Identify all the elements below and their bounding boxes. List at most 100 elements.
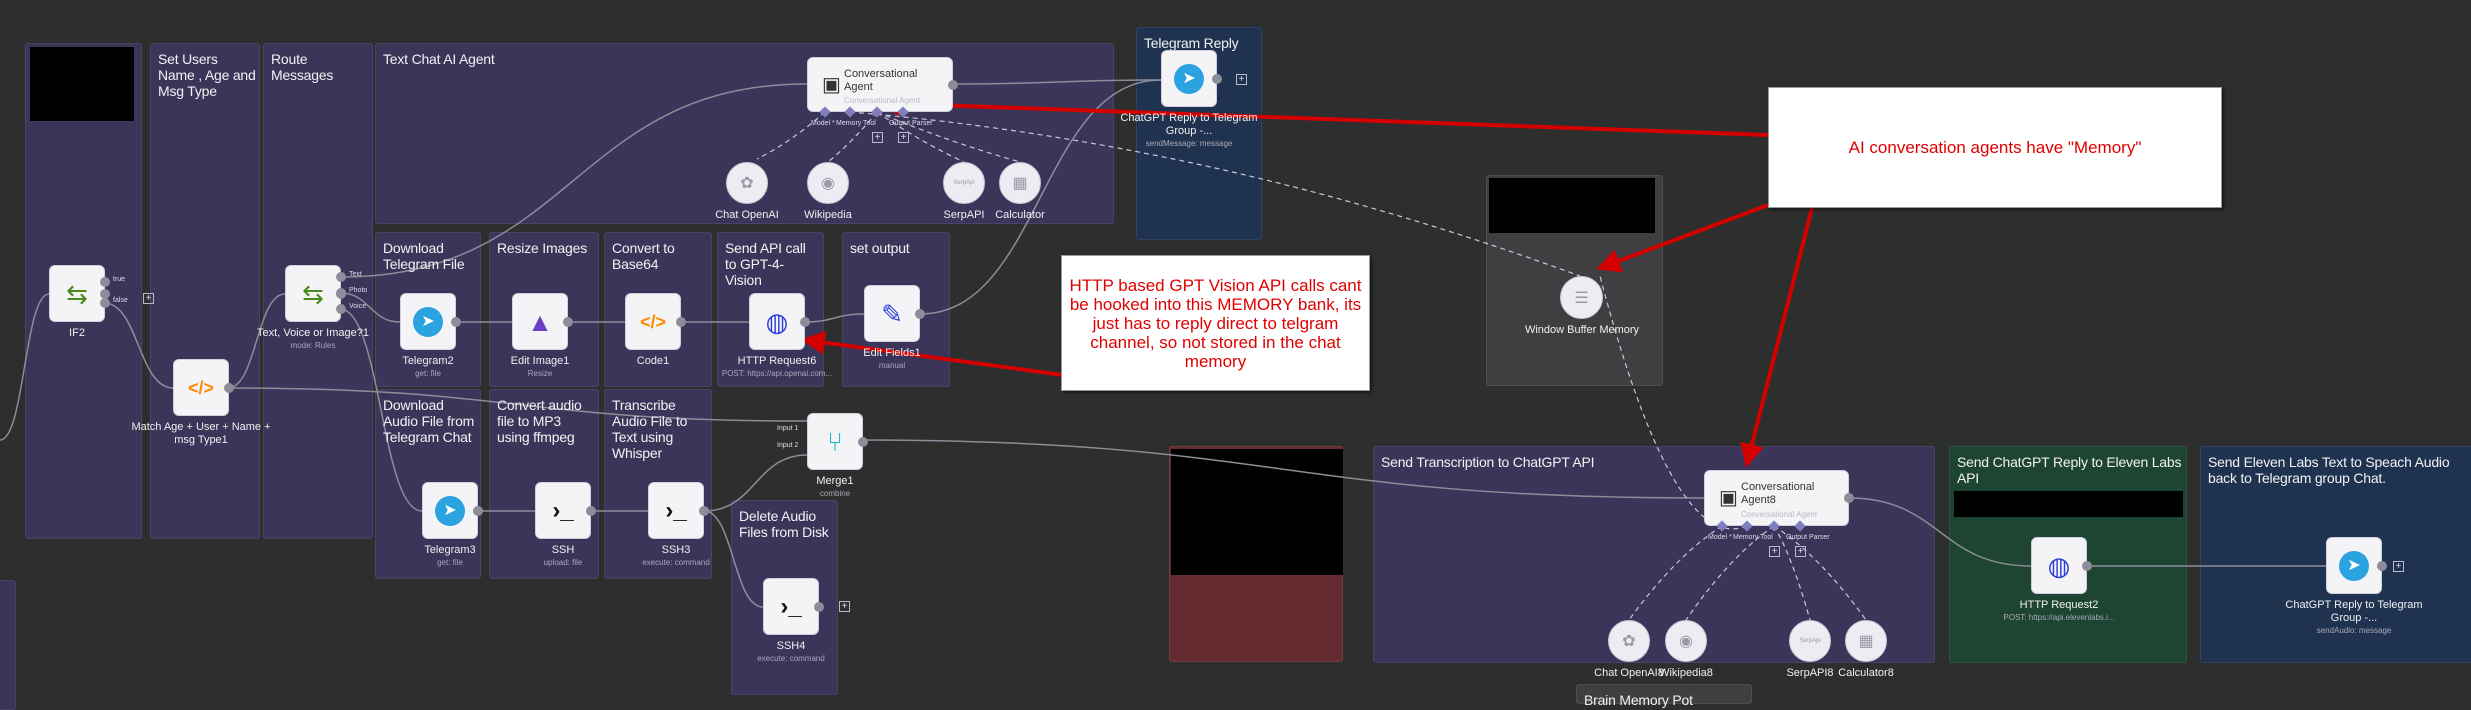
agent-port-label: Tool [1760,534,1773,541]
node-switch[interactable]: ⇆ [285,265,341,322]
output-port-text[interactable] [336,272,346,282]
output-port[interactable] [1212,73,1222,84]
add-sub-node-button[interactable]: + [1769,546,1780,557]
output-port[interactable] [2377,560,2387,571]
agent-port-label: Model * [811,120,835,127]
output-port-voice[interactable] [336,304,346,314]
terminal-icon: ›_ [552,496,574,524]
annotation-arrow [1740,207,1814,468]
group-left [0,580,16,710]
wikipedia-icon: ◉ [821,175,835,192]
subnode-calculator[interactable]: ▦ [1845,620,1887,662]
node-tgaudio[interactable]: ➤ [2326,537,2382,594]
subnode-calculator[interactable]: ▦ [999,162,1041,204]
group-title: Brain Memory Pot [1584,692,1693,708]
add-sub-node-button[interactable]: + [898,132,909,143]
redacted-block [1171,449,1343,575]
agent-port-label: Model * [1708,534,1732,541]
signpost-icon: ⇆ [302,278,324,309]
output-port[interactable] [100,288,110,299]
output-port[interactable] [800,316,810,327]
output-label: Photo [349,287,368,294]
node-tgreply[interactable]: ➤ [1161,50,1217,107]
output-port-true[interactable] [100,277,110,287]
node-ssh[interactable]: ›_ [535,482,591,539]
subnode-serpapi[interactable]: SerpApi [1789,620,1831,662]
subnode-label: Calculator [995,209,1045,221]
output-port[interactable] [915,308,925,319]
node-code1[interactable]: </> [625,293,681,350]
output-port[interactable] [699,505,709,516]
output-port[interactable] [586,505,596,516]
agent-title: Conversational Agent [844,67,918,93]
add-sub-node-button[interactable]: + [872,132,883,143]
agent-title: Conversational Agent8 [1741,481,1815,506]
add-node-button[interactable]: + [2393,561,2404,572]
output-port[interactable] [858,436,868,447]
signpost-icon: ⇆ [66,278,88,309]
node-tg2[interactable]: ➤ [400,293,456,350]
node-http6[interactable]: ◍ [749,293,805,350]
node-http2[interactable]: ◍ [2031,537,2087,594]
add-node-button[interactable]: + [143,293,154,304]
group-title: Convert to Base64 [612,240,675,272]
output-port-false[interactable] [100,298,110,308]
output-port[interactable] [473,505,483,516]
node-subtitle: sendMessage: message [1145,139,1233,148]
node-label: Match Age + User + Name + msg Type1 [131,421,271,446]
output-port[interactable] [676,316,686,327]
output-port[interactable] [451,316,461,327]
group-title: Telegram Reply [1144,35,1239,51]
node-fields[interactable]: ✎ [864,285,920,342]
output-port[interactable] [1844,493,1854,503]
input-label: Input 1 [777,425,799,432]
node-subtitle: sendAudio: message [2316,626,2392,635]
subnode-wikipedia[interactable]: ◉ [1665,620,1707,662]
node-tg3[interactable]: ➤ [422,482,478,539]
agent-subtitle: Conversational Agent [1741,510,1818,519]
subnode-serpapi[interactable]: SerpApi [943,162,985,204]
calculator-icon: ▦ [1858,633,1874,650]
node-if2[interactable]: ⇆ [49,265,105,322]
output-port[interactable] [814,601,824,612]
code-icon: </> [639,311,667,332]
terminal-icon: ›_ [780,592,802,620]
subnode-openai[interactable]: ✿ [1608,620,1650,662]
telegram-icon: ➤ [1174,63,1204,94]
node-subtitle: get: file [415,369,441,378]
add-node-button[interactable]: + [839,601,850,612]
add-node-button[interactable]: + [1236,74,1247,85]
node-subtitle: POST: https://api.openai.com... [721,369,833,378]
output-port[interactable] [948,79,958,90]
node-ssh4[interactable]: ›_ [763,578,819,635]
node-edit[interactable]: ▲ [512,293,568,350]
merge-icon: ⑂ [827,426,843,457]
node-window-buffer-memory[interactable]: ☰ [1560,276,1603,319]
wikipedia-icon: ◉ [1679,633,1693,650]
node-merge[interactable]: ⑂ [807,413,863,470]
redacted-block [30,47,134,121]
output-port-photo[interactable] [336,288,346,298]
group-title: Send Transcription to ChatGPT API [1381,454,1595,470]
node-subtitle: manual [878,361,906,370]
group-title: set output [850,240,910,256]
group-title: Set Users Name , Age and Msg Type [158,51,256,99]
image-icon: ▲ [527,306,553,337]
subnode-openai[interactable]: ✿ [726,162,768,204]
group-title: Download Audio File from Telegram Chat [383,397,475,445]
subnode-wikipedia[interactable]: ◉ [807,162,849,204]
memory-label: Window Buffer Memory [1524,324,1640,336]
output-port[interactable] [2082,560,2092,571]
agent-port-label: Output Parser [889,120,933,127]
output-port[interactable] [224,382,234,393]
subnode-label: SerpAPI8 [1786,667,1834,679]
node-match[interactable]: </> [173,359,229,416]
group-brain: Brain Memory Pot [1576,684,1752,708]
node-label: Telegram3 [424,544,476,556]
add-sub-node-button[interactable]: + [1795,546,1806,557]
subnode-label: Wikipedia8 [1659,667,1713,679]
node-ssh3[interactable]: ›_ [648,482,704,539]
output-port[interactable] [563,316,573,327]
